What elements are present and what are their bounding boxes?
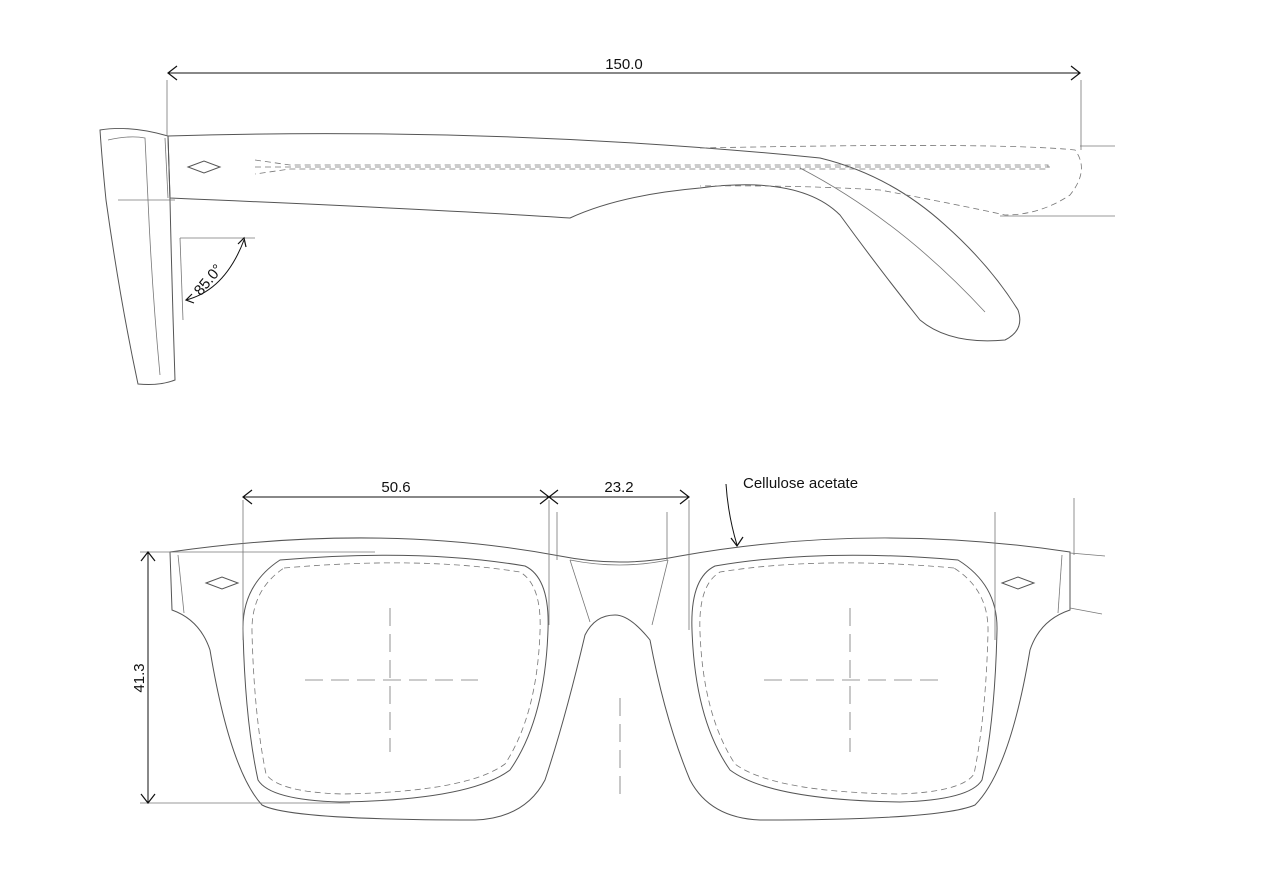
bridge-left-line (569, 559, 591, 623)
front-rim-inner-line (107, 136, 161, 376)
lens-height-label: 41.3 (131, 663, 148, 692)
front-rim-profile (99, 127, 176, 385)
bridge-right-line (651, 559, 669, 626)
side-view: 150.0 85.0° (99, 56, 1115, 385)
lens-height-dimension: 41.3 (131, 551, 156, 804)
rivet-diamond (186, 160, 222, 174)
right-lens-groove (699, 562, 989, 795)
bridge-width-label: 23.2 (604, 479, 633, 496)
lens-width-label: 50.6 (381, 479, 410, 496)
hinge-block-line (164, 137, 169, 199)
frame-front-outline (169, 537, 1071, 821)
temple-arm-inner-edge (799, 167, 986, 313)
bridge-width-dimension: 23.2 (548, 479, 690, 505)
right-endpiece-line (1057, 554, 1063, 614)
material-label: Cellulose acetate (743, 475, 858, 492)
left-endpiece-line (177, 554, 185, 614)
left-lens-outline (242, 554, 549, 803)
front-view: 50.6 23.2 41.3 Cellulose acetate (131, 475, 1106, 821)
left-rivet-diamond (204, 576, 240, 590)
temple-angle-label: 85.0° (191, 261, 227, 299)
folded-temple-tip (699, 145, 1082, 216)
temple-arm-outline (167, 133, 1021, 342)
left-lens-groove (251, 562, 541, 795)
right-temple-stub-bottom (1069, 607, 1103, 615)
lens-width-dimension: 50.6 (242, 479, 550, 505)
right-lens-outline (691, 554, 998, 803)
bridge-top-curve (569, 559, 669, 566)
right-temple-stub-top (1069, 552, 1106, 557)
right-rivet-diamond (1000, 576, 1036, 590)
material-callout: Cellulose acetate (725, 475, 858, 548)
temple-length-label: 150.0 (605, 56, 643, 73)
temple-length-dimension: 150.0 (167, 56, 1081, 81)
temple-angle-dimension: 85.0° (179, 236, 255, 321)
